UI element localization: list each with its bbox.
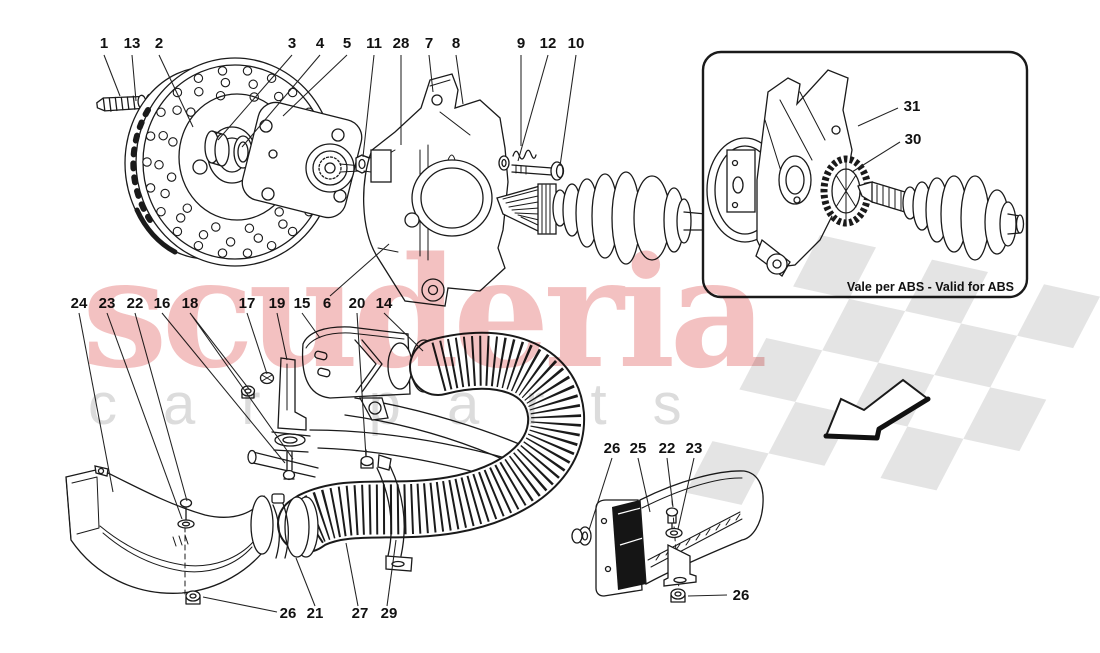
- brake-cooling-group: [65, 326, 586, 605]
- inset-hub-carrier: [706, 69, 853, 277]
- brand-watermark: scuderia car parts: [82, 223, 770, 437]
- caliper-boss: [404, 212, 420, 228]
- callout-13: 13: [124, 35, 141, 52]
- carrier-fasteners: [498, 149, 565, 181]
- callout-26a: 26: [280, 605, 297, 622]
- bolt-16: [286, 451, 293, 471]
- callout-19: 19: [269, 295, 286, 312]
- callout-12: 12: [540, 35, 557, 52]
- callout-2: 2: [155, 35, 163, 52]
- wheel-hub: [241, 101, 363, 219]
- callout-27: 27: [352, 605, 369, 622]
- shield-plate: [370, 149, 392, 183]
- callout-14: 14: [376, 295, 393, 312]
- callout-8: 8: [452, 35, 460, 52]
- duct25-washer-23: [665, 527, 683, 539]
- callout-28: 28: [393, 35, 410, 52]
- callout-7: 7: [425, 35, 433, 52]
- callout-4: 4: [316, 35, 325, 52]
- duct25-nut-26: [670, 588, 686, 603]
- callout-9: 9: [517, 35, 525, 52]
- direction-arrow: [823, 378, 931, 441]
- brand-watermark-text: scuderia: [82, 223, 764, 402]
- duct-washer-23: [177, 519, 195, 529]
- axle-shaft-cv-boot: [496, 171, 712, 265]
- callout-10: 10: [568, 35, 585, 52]
- washer-12: [498, 155, 510, 171]
- brand-watermark-subtitle: car parts: [88, 372, 728, 437]
- callout-30: 30: [905, 131, 922, 148]
- duct25-bolt-22: [665, 499, 683, 591]
- callout-5: 5: [343, 35, 351, 52]
- duct-bolt-22: [177, 498, 195, 529]
- spring-pin-9: [512, 149, 537, 160]
- callout-26c: 26: [733, 587, 750, 604]
- callout-26b: 26: [604, 440, 621, 457]
- stay-rod: [247, 431, 319, 481]
- duct25-bracket: [663, 543, 697, 603]
- bolt-10: [511, 161, 565, 181]
- callout-6: 6: [323, 295, 331, 312]
- callout-31: 31: [904, 98, 921, 115]
- grommet-26: [571, 526, 592, 546]
- callout-3: 3: [288, 35, 296, 52]
- hose-clamp-21: [271, 493, 319, 559]
- scoop-bracket-19: [240, 357, 374, 469]
- left-brake-duct: [65, 465, 274, 605]
- callout-29: 29: [381, 605, 398, 622]
- inset-axle-boot: [857, 175, 1025, 261]
- callout-15: 15: [294, 295, 311, 312]
- abs-inset: 31 30 Vale per ABS - Valid for ABS: [701, 50, 1029, 299]
- callout-24: 24: [71, 295, 88, 312]
- checkered-flag-watermark: [685, 235, 1100, 505]
- callout-22b: 22: [659, 440, 676, 457]
- callout-16: 16: [154, 295, 171, 312]
- callout-21: 21: [307, 605, 324, 622]
- cooling-hose: [277, 331, 586, 553]
- leader-lines: [78, 54, 728, 613]
- hub-carrier: [362, 73, 509, 307]
- callout-17: 17: [239, 295, 256, 312]
- callout-11: 11: [366, 35, 382, 52]
- callout-1: 1: [100, 35, 108, 52]
- callout-numbers: 1 13 2 3 4 5 11 28 7 8 9 12 10 24 23 22 …: [71, 35, 750, 622]
- duct-nut-26: [185, 590, 201, 605]
- leader-31: [857, 107, 899, 127]
- callout-18: 18: [182, 295, 199, 312]
- callout-22: 22: [127, 295, 144, 312]
- callout-20: 20: [349, 295, 366, 312]
- callout-23b: 23: [686, 440, 703, 457]
- hub-nut: [355, 154, 370, 174]
- callout-25: 25: [630, 440, 647, 457]
- duct-outlet-collar: [250, 495, 274, 555]
- callout-23: 23: [99, 295, 116, 312]
- leader-30: [851, 141, 901, 173]
